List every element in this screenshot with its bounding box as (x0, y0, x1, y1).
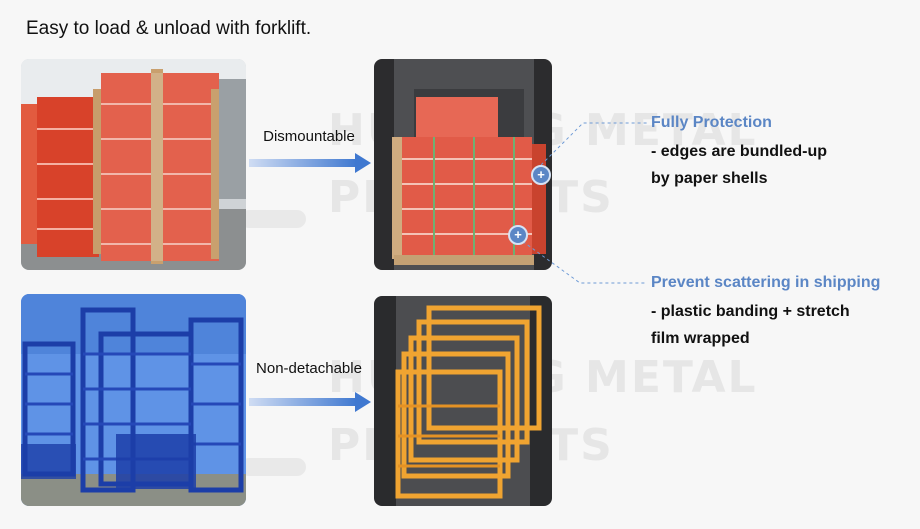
callout-line: film wrapped (651, 330, 750, 347)
arrow-label-non-detachable: Non-detachable (256, 360, 362, 377)
callout-title-protection: Fully Protection (651, 114, 772, 131)
callout-title-scattering: Prevent scattering in shipping (651, 274, 881, 291)
photo-red-racks-warehouse (21, 59, 246, 270)
callout-line: - edges are bundled-up (651, 143, 828, 160)
headline: Easy to load & unload with forklift. (26, 18, 312, 39)
callout-text-protection: - edges are bundled-up by paper shells (651, 138, 827, 192)
callout-line: by paper shells (651, 170, 768, 187)
watermark-bar (240, 210, 306, 228)
watermark-bar (240, 458, 306, 476)
callout-text-scattering: - plastic banding + stretch film wrapped (651, 298, 850, 352)
right-arrow-icon (249, 153, 371, 173)
photo-blue-racks-outdoor (21, 294, 246, 506)
photo-yellow-racks-container (374, 296, 552, 506)
right-arrow-icon (249, 392, 371, 412)
arrow-label-dismountable: Dismountable (263, 128, 355, 145)
plus-hotspot-icon[interactable]: + (531, 165, 551, 185)
callout-line: - plastic banding + stretch (651, 303, 850, 320)
plus-hotspot-icon[interactable]: + (508, 225, 528, 245)
